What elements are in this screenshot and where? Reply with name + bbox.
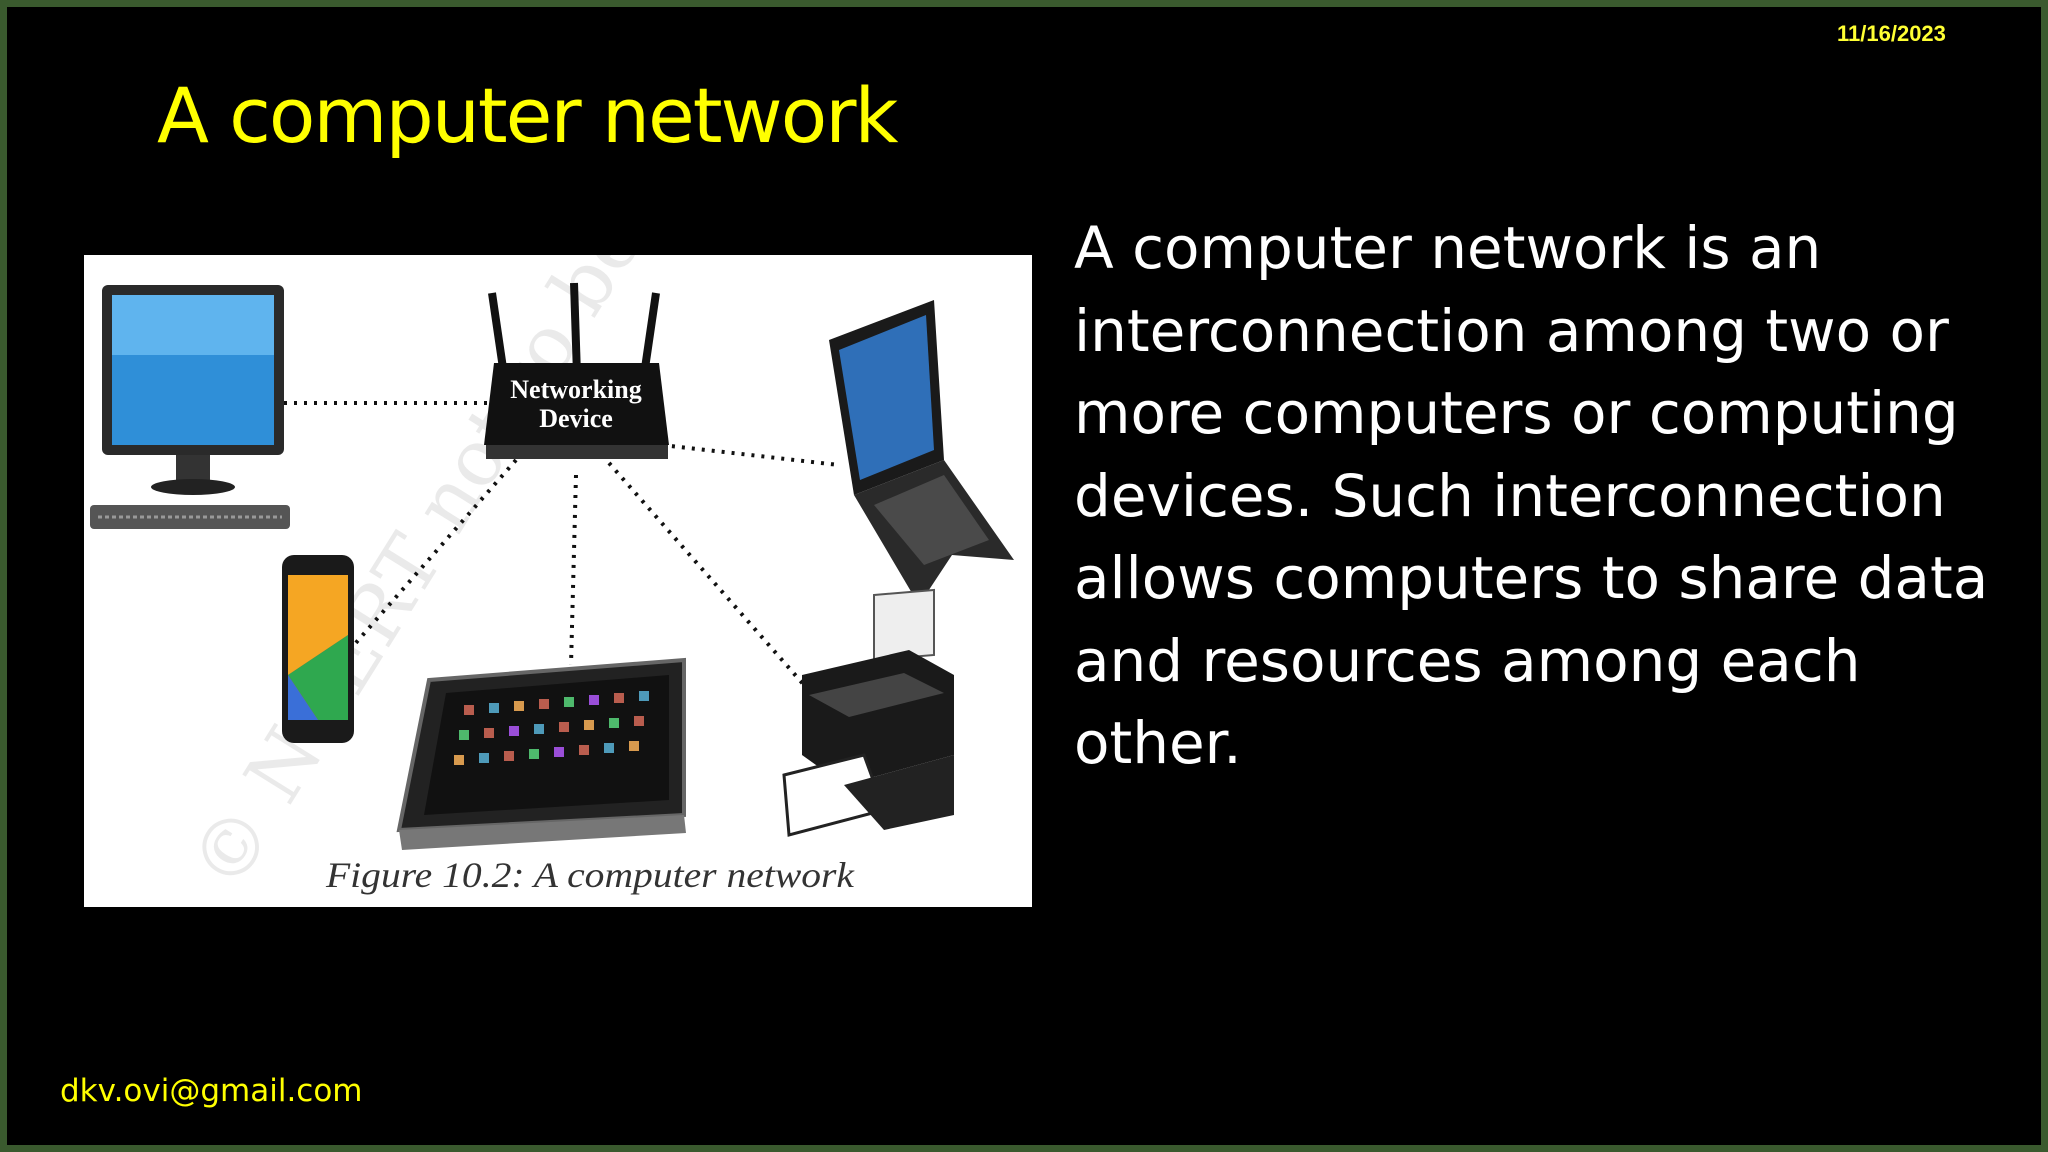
link-phone: [352, 458, 518, 647]
footer-email: dkv.ovi@gmail.com: [60, 1073, 363, 1109]
smartphone-icon: [282, 555, 354, 743]
router-label-line2: Device: [539, 404, 613, 433]
slide: 11/16/2023 A computer network © NCERT no…: [7, 7, 2041, 1145]
network-figure: © NCERT not to be republished: [84, 255, 1032, 907]
link-laptop: [661, 443, 840, 467]
desktop-computer-icon: [90, 285, 290, 529]
router-label-line1: Networking: [510, 375, 641, 404]
laptop-icon: [829, 300, 1014, 605]
printer-icon: [782, 588, 954, 837]
tablet-icon: [396, 657, 686, 850]
connection-lines: [284, 401, 840, 687]
figure-caption: Figure 10.2: A computer network: [325, 855, 855, 895]
slide-date: 11/16/2023: [1837, 21, 1946, 46]
slide-title: A computer network: [157, 71, 898, 160]
slide-body-text: A computer network is an interconnection…: [1074, 214, 1989, 777]
link-tablet: [569, 474, 578, 666]
network-diagram: © NCERT not to be republished: [90, 255, 1014, 905]
networking-device-icon: Networking Device: [484, 282, 669, 459]
link-printer: [607, 461, 806, 687]
